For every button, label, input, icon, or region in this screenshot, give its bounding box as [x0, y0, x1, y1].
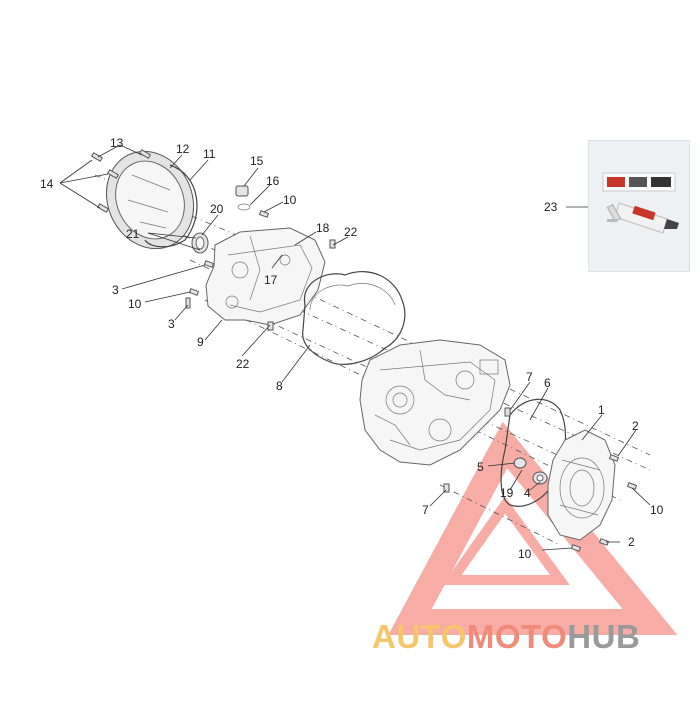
- callout-10d: 10: [518, 547, 532, 561]
- sealant-tube-inset: [588, 140, 690, 272]
- callout-8: 8: [276, 379, 283, 393]
- callout-18: 18: [316, 221, 330, 235]
- brand-part-moto: MOTO: [466, 618, 568, 655]
- callout-12: 12: [176, 142, 190, 156]
- right-side-bolts: [443, 407, 638, 552]
- callout-22a: 22: [344, 225, 358, 239]
- callout-10a: 10: [283, 193, 297, 207]
- engine-crankcase: [359, 339, 511, 466]
- callout-5: 5: [477, 460, 484, 474]
- brand-part-auto: AUTO: [372, 618, 467, 655]
- cover-bolts: [90, 149, 152, 213]
- callout-11: 11: [203, 147, 216, 161]
- callout-6: 6: [544, 376, 551, 390]
- callout-9: 9: [197, 335, 204, 349]
- callout-14: 14: [40, 177, 54, 191]
- callout-numbers: 13 12 11 14 15 16 10 20 18 22 21 17 3 10…: [40, 136, 664, 561]
- callout-15: 15: [250, 154, 264, 168]
- callout-7a: 7: [526, 370, 533, 384]
- callout-10c: 10: [650, 503, 664, 517]
- callout-20: 20: [210, 202, 224, 216]
- brand-watermark: AUTOMOTOHUB: [372, 618, 692, 655]
- small-bolts: [185, 210, 336, 331]
- callout-19: 19: [500, 486, 514, 500]
- cover-gasket: [302, 270, 406, 365]
- brand-part-hub: HUB: [567, 618, 641, 655]
- callout-22b: 22: [236, 357, 250, 371]
- callout-10b: 10: [128, 297, 142, 311]
- callout-17: 17: [264, 273, 278, 287]
- callout-1: 1: [598, 403, 605, 417]
- callout-2a: 2: [632, 419, 639, 433]
- callout-13: 13: [110, 136, 124, 150]
- callout-4: 4: [524, 486, 531, 500]
- callout-21: 21: [126, 227, 140, 241]
- plug-and-oring: [235, 185, 251, 211]
- inner-cover-casting: [205, 227, 326, 326]
- callout-3a: 3: [112, 283, 119, 297]
- callout-7b: 7: [422, 503, 429, 517]
- callout-2b: 2: [628, 535, 635, 549]
- callout-16: 16: [266, 174, 280, 188]
- callout-23: 23: [544, 200, 558, 214]
- leader-lines: [59, 144, 651, 551]
- callout-3b: 3: [168, 317, 175, 331]
- clutch-cover: [105, 150, 198, 250]
- ignition-cover: [547, 429, 616, 541]
